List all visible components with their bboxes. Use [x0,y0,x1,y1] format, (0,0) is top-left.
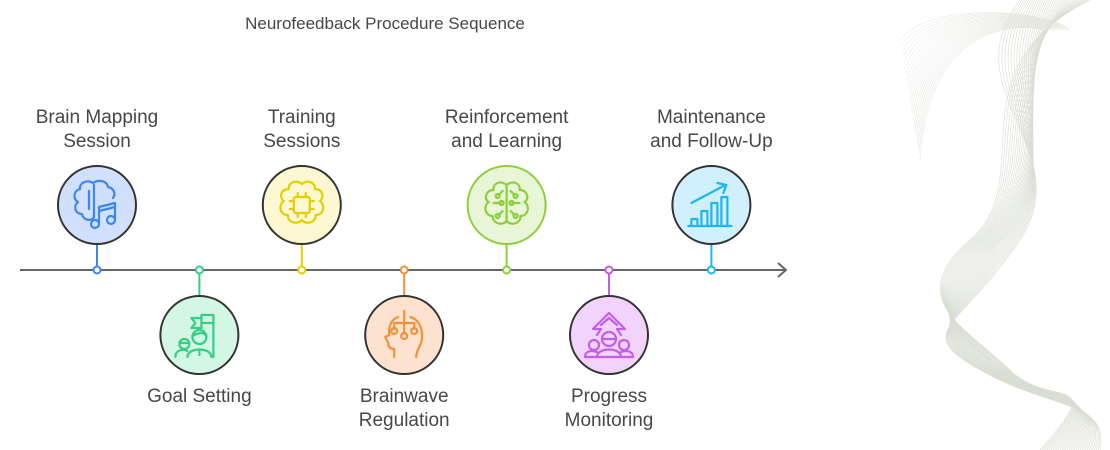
diagram-title: Neurofeedback Procedure Sequence [245,14,525,33]
wave-line [908,20,1058,92]
timeline-node [399,265,409,275]
step-label: Maintenance and Follow-Up [626,106,796,154]
timeline-step [159,265,240,375]
step-label-line: Session [63,131,131,152]
timeline-node [194,265,204,275]
timeline-step [466,165,547,275]
step-label-line: and Follow-Up [650,131,773,152]
wave-line [914,24,1049,126]
step-label-line: Progress [570,386,648,407]
wave-line [901,14,1068,52]
brain-music-icon [73,179,117,230]
wave-line [907,19,1059,86]
brain-chip-icon [279,180,325,224]
wave-line [944,0,1080,450]
step-label-line: Monitoring [564,410,654,431]
step-label: Reinforcement and Learning [422,106,592,154]
timeline-step [57,165,137,275]
wave-line [903,16,1065,63]
chart-trend-up-icon [687,181,733,228]
timeline-node [502,265,512,275]
wave-line [911,22,1054,109]
wave-line [902,15,1066,58]
timeline-node [706,265,716,275]
wave-line [918,26,1042,155]
step-label-line: Training [267,107,336,128]
step-label-line: Sessions [263,131,341,152]
wave-line [905,17,1062,75]
step-icon-circle [159,295,240,375]
timeline-node [604,265,614,275]
brain-circuit-icon [484,181,529,225]
wave-line [910,21,1055,103]
wave-line [941,0,1086,450]
wave-line [906,18,1061,81]
timeline-diagram [20,165,788,375]
wave-line [899,12,1071,41]
step-icon-circle [364,295,445,375]
head-circuit-icon [384,309,424,359]
wave-line [914,24,1048,132]
wave-line [915,25,1046,138]
wave-line [917,26,1044,149]
wave-line [942,0,1084,450]
timeline-step [364,265,445,375]
timeline-node [297,265,307,275]
decorative-wave-pattern [899,0,1102,450]
group-growth-icon [583,311,635,359]
step-label-line: and Learning [451,131,563,152]
timeline-step [261,165,342,275]
team-flag-icon [174,313,215,359]
timeline-arrowhead-icon [777,262,788,278]
wave-line [904,16,1064,69]
step-label-line: Brainwave [359,386,449,407]
step-label-line: Brain Mapping [35,107,159,128]
step-icon-circle [261,165,342,245]
timeline-node [92,265,102,275]
step-label-line: Regulation [358,410,450,431]
wave-line [940,0,1091,450]
step-label: Goal Setting [114,385,284,409]
wave-line [940,0,1089,450]
step-label-line: Maintenance [656,107,766,128]
wave-line [900,13,1069,46]
step-label-line: Reinforcement [444,107,569,128]
wave-line [912,22,1052,115]
timeline-step [671,165,752,275]
timeline-step [569,265,649,375]
wave-line [916,25,1045,143]
wave-line [913,23,1051,121]
step-icon-circle [57,165,137,245]
wave-line [943,0,1082,450]
wave-line [909,20,1056,98]
step-icon-circle [569,295,649,375]
step-label-line: Goal Setting [147,386,252,407]
